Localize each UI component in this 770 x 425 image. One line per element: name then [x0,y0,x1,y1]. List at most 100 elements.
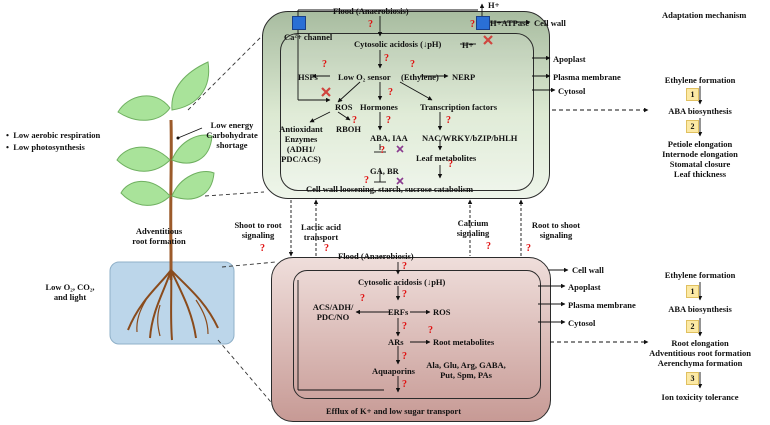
unknown-marker: ? [526,243,531,254]
unknown-marker: ? [260,243,265,254]
bottom-out-cell-wall: Cell wall [572,265,604,275]
efflux-label: Efflux of K+ and low sugar transport [326,406,462,416]
top-acidosis: Cytosolic acidosis (↓pH) [354,39,442,49]
unknown-marker: ? [402,261,407,272]
energy-pointer [177,127,203,139]
bullet-low-respiration: • Low aerobic respiration [6,130,101,140]
unknown-marker: ? [322,59,327,70]
nac-label: NAC/WRKY/bZIP/bHLH [422,133,518,143]
plant-stem [169,119,173,280]
unknown-marker: ? [402,379,407,390]
root-aba: ABA biosynthesis [668,304,732,314]
leaf-top-right [171,61,210,111]
unknown-marker: ? [410,59,415,70]
leaf-top-left [117,95,171,121]
unknown-marker: ? [448,159,453,170]
shoot-cell [262,11,550,199]
unknown-marker: ? [486,241,491,252]
unknown-marker: ? [360,293,365,304]
bottom-out-cytosol: Cytosol [568,318,596,328]
shoot-aba: ABA biosynthesis [668,106,732,116]
unknown-marker: ? [402,289,407,300]
unknown-marker: ? [428,325,433,336]
shoot-step-2-badge: 2 [686,120,699,133]
leaf-metabolites-label: Leaf metabolites [416,153,477,163]
top-out-cell-wall: Cell wall [534,18,566,28]
unknown-marker: ? [388,87,393,98]
ca-channel-label: Ca²+ channel [284,32,333,42]
ca-channel-icon [292,16,306,30]
unknown-marker: ? [352,115,357,126]
leaf-mid-left [116,146,171,172]
projection-lines [187,29,277,409]
bottom-out-apoplast: Apoplast [568,282,601,292]
unknown-marker: ? [470,19,475,30]
amino-acids-label: Ala, Glu, Arg, GABA,Put, Spm, PAs [426,360,506,380]
h-plus-inner: H+ [462,40,474,50]
aba-iaa-label: ABA, IAA [370,133,408,143]
atpase-label: H+ATPase [490,18,530,28]
adaptation-heading: Adaptation mechanism [662,10,747,20]
shoot-step-1-badge: 1 [686,88,699,101]
bottom-ros-label: ROS [433,307,451,317]
shoot-ethylene: Ethylene formation [664,75,736,85]
atpase-icon [476,16,490,30]
bottom-flood-label: Flood (Anaerobiosis) [338,251,414,261]
root-cell [271,257,551,422]
bottom-out-plasma: Plasma membrane [568,300,636,310]
unknown-marker: ? [402,351,407,362]
top-flood-label: Flood (Anaerobiosis) [333,6,409,16]
roots [127,269,219,341]
leaf-mid-right [171,134,213,164]
unknown-marker: ? [386,115,391,126]
root-ethylene: Ethylene formation [664,270,736,280]
rboh-label: RBOH [336,124,362,134]
root-metabolites-label: Root metabolites [433,337,495,347]
bullet-low-photosynthesis: • Low photosynthesis [6,142,85,152]
ars-label: ARs [388,337,404,347]
top-ros-label: ROS [335,102,353,112]
shoot-cytosol [280,33,534,191]
hormones-label: Hormones [360,102,398,112]
soil-condition-label: Low O₂, CO₂,and light [45,282,95,302]
top-out-apoplast: Apoplast [553,54,586,64]
root-step-1-badge: 1 [686,285,699,298]
tf-label: Transcription factors [420,102,498,112]
cell-wall-loosening-label: Cell wall loosening, starch, sucrose cat… [306,184,474,194]
acs-adh-label: ACS/ADH/PDC/NO [312,302,354,322]
unknown-marker: ? [368,19,373,30]
top-out-plasma: Plasma membrane [553,72,621,82]
top-out-cytosol: Cytosol [558,86,586,96]
root-tolerance: Ion toxicity tolerance [661,392,739,402]
unknown-marker: ? [446,115,451,126]
unknown-marker: ? [364,175,369,186]
leaf-low-left [120,180,171,206]
root-step-2-badge: 2 [686,320,699,333]
unknown-marker: ? [384,53,389,64]
erfs-label: ERFs [388,307,409,317]
ga-br-label: GA, BR [370,166,399,176]
o2-sensor-label: Low O₂ sensor [338,72,391,82]
aquaporins-label: Aquaporins [372,366,415,376]
unknown-marker: ? [402,321,407,332]
hsfs-label: HSFs [298,72,318,82]
unknown-marker: ? [324,243,329,254]
unknown-marker: ? [380,145,385,156]
ethylene-label: (Ethylene) [401,72,439,82]
inhibition-crosses [321,35,493,97]
nerp-label: NERP [452,72,476,82]
bottom-acidosis: Cytosolic acidosis (↓pH) [358,277,446,287]
leaf-low-right [171,171,215,200]
h-plus-top: H+ [488,0,500,10]
